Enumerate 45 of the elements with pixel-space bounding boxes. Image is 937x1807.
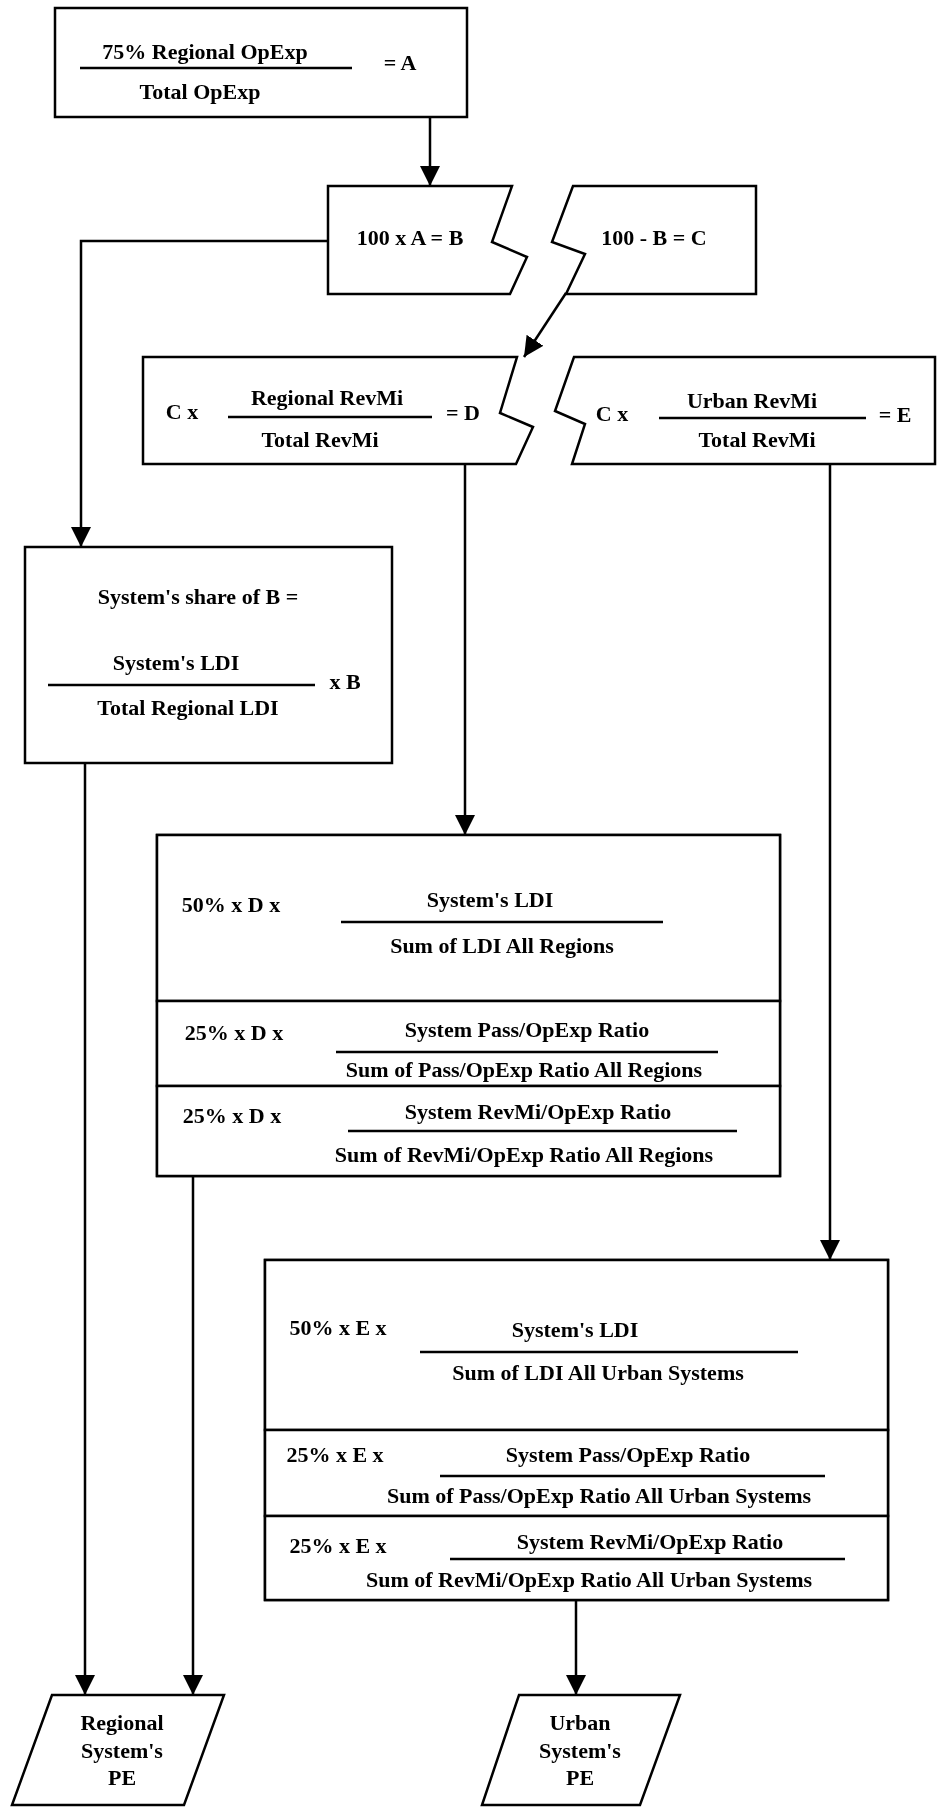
denominator-text: Sum of Pass/OpExp Ratio All Regions xyxy=(345,1056,703,1084)
formula-text: System's share of B = xyxy=(97,583,299,611)
denominator-text: Sum of RevMi/OpExp Ratio All Regions xyxy=(334,1141,714,1169)
denominator-text: Total RevMi xyxy=(698,426,816,454)
denominator-text: Sum of LDI All Regions xyxy=(390,932,614,960)
formula-text: 25% x E x xyxy=(286,1441,384,1469)
formula-text: 25% x D x xyxy=(182,1102,282,1130)
denominator-text: Total Regional LDI xyxy=(97,694,279,722)
numerator-text: Urban RevMi xyxy=(686,387,818,415)
arrow xyxy=(820,464,840,1260)
formula-text: 25% x E x xyxy=(289,1532,387,1560)
numerator-text: System Pass/OpExp Ratio xyxy=(505,1441,751,1469)
formula-text: C x xyxy=(595,400,629,428)
formula-text: = A xyxy=(383,49,417,77)
arrow xyxy=(75,763,95,1695)
denominator-text: Total OpExp xyxy=(139,78,261,106)
numerator-text: System's LDI xyxy=(511,1316,639,1344)
formula-text: 100 - B = C xyxy=(601,224,707,252)
output-text: Regional System's PE xyxy=(79,1708,165,1792)
numerator-text: System's LDI xyxy=(112,649,240,677)
arrow xyxy=(522,292,568,358)
denominator-text: Sum of RevMi/OpExp Ratio All Urban Systems xyxy=(365,1566,813,1594)
formula-text: 100 x A = B xyxy=(356,224,464,252)
numerator-text: System RevMi/OpExp Ratio xyxy=(516,1528,784,1556)
denominator-text: Sum of Pass/OpExp Ratio All Urban Systems xyxy=(386,1482,812,1510)
arrow xyxy=(420,117,440,186)
arrow xyxy=(71,239,328,547)
denominator-text: Total RevMi xyxy=(261,426,379,454)
numerator-text: Regional RevMi xyxy=(250,384,404,412)
numerator-text: System Pass/OpExp Ratio xyxy=(404,1016,650,1044)
arrow xyxy=(566,1600,586,1695)
denominator-text: Sum of LDI All Urban Systems xyxy=(452,1359,744,1387)
formula-text: = E xyxy=(878,401,912,429)
arrow xyxy=(183,1176,203,1695)
formula-text: 50% x E x xyxy=(289,1314,387,1342)
numerator-text: System's LDI xyxy=(426,886,554,914)
formula-text: x B xyxy=(329,668,361,696)
numerator-text: 75% Regional OpExp xyxy=(102,38,308,66)
formula-text: C x xyxy=(165,398,199,426)
formula-text: 50% x D x xyxy=(181,891,281,919)
formula-text: = D xyxy=(446,399,480,427)
numerator-text: System RevMi/OpExp Ratio xyxy=(404,1098,672,1126)
output-text: Urban System's PE xyxy=(538,1708,622,1792)
arrow xyxy=(455,464,475,835)
formula-text: 25% x D x xyxy=(184,1019,284,1047)
